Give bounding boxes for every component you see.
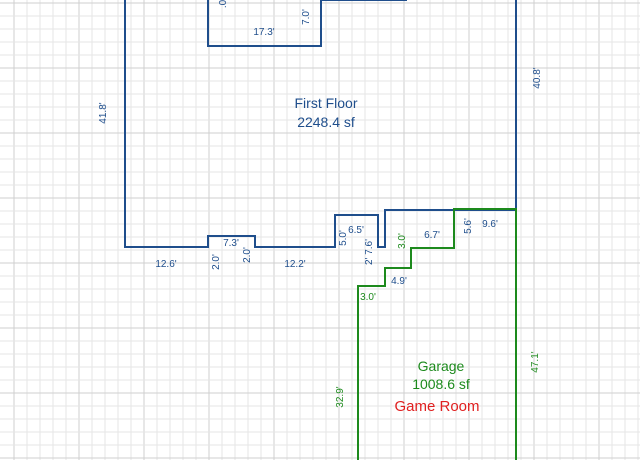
dim-garage-step-a-width: 4.9' — [391, 276, 407, 287]
game-room-label: Game Room — [394, 398, 479, 415]
dim-right-wall: 40.8' — [532, 67, 543, 88]
dim-left-wall: 41.8' — [98, 102, 109, 123]
first-floor-name: First Floor — [295, 95, 358, 111]
dim-garage-step-b-width: 6.7' — [424, 230, 440, 241]
dim-garage-right-wall: 47.1' — [530, 351, 541, 372]
dim-box-height: 5.0' — [338, 230, 349, 246]
dim-box-width: 6.5' — [348, 225, 364, 236]
dim-bump-width: 7.3' — [223, 238, 239, 249]
dim-notch-width: 17.3' — [253, 27, 274, 38]
dim-garage-step-a: 2' 7.6' — [364, 239, 375, 265]
dim-garage-top-width: 9.6' — [482, 219, 498, 230]
dim-garage-step-c: 5.6' — [463, 218, 474, 234]
dim-garage-left-top: 3.0' — [360, 292, 376, 303]
first-floor-outline[interactable] — [124, 0, 517, 248]
garage-area: 1008.6 sf — [412, 376, 470, 392]
dim-notch-depth: 7.0' — [301, 9, 312, 25]
garage-outline[interactable] — [357, 208, 517, 460]
first-floor-notch-outline[interactable] — [207, 0, 407, 47]
dim-bump-left: 2.0' — [211, 254, 222, 270]
dim-top-partial: .0 — [218, 0, 229, 8]
garage-name: Garage — [418, 358, 465, 374]
dim-garage-step-b: 3.0' — [397, 233, 408, 249]
dim-bottom-mid: 12.2' — [284, 259, 305, 270]
first-floor-area: 2248.4 sf — [297, 114, 355, 130]
dim-bottom-left: 12.6' — [155, 259, 176, 270]
dim-bump-right: 2.0' — [242, 247, 253, 263]
dim-garage-left-wall: 32.9' — [335, 386, 346, 407]
